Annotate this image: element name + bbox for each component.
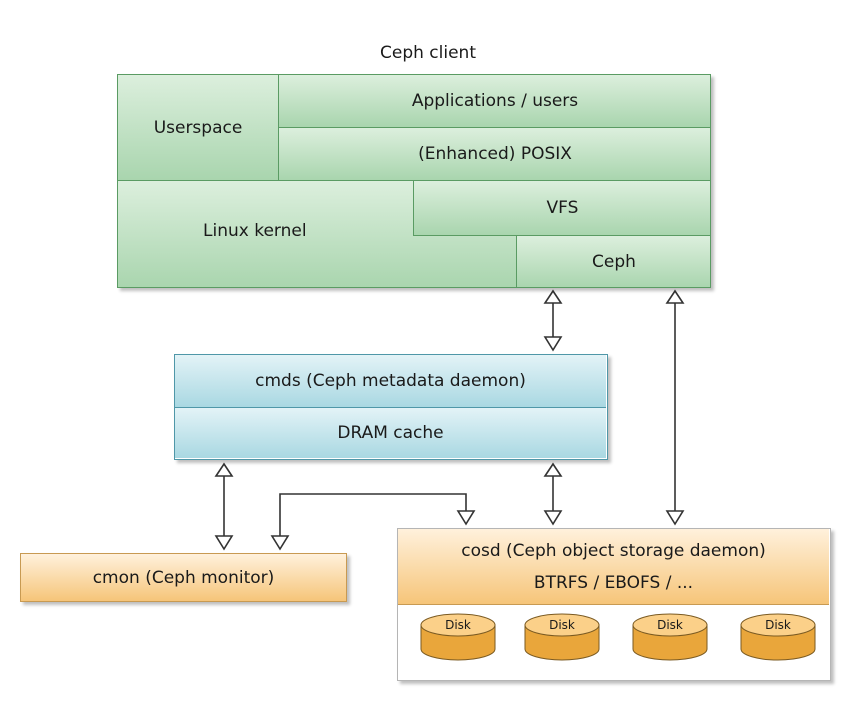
ceph-label: Ceph bbox=[592, 252, 636, 272]
applications-label: Applications / users bbox=[411, 91, 579, 111]
arrowhead-up bbox=[665, 289, 685, 304]
cmds-title-cell: cmds (Ceph metadata daemon) bbox=[175, 355, 606, 408]
vfs-layer: VFS bbox=[413, 181, 710, 236]
arrowhead-down bbox=[665, 510, 685, 526]
dram-cache-label: DRAM cache bbox=[337, 423, 444, 443]
userspace-label: Userspace bbox=[153, 117, 243, 138]
arrowhead-down bbox=[543, 510, 563, 526]
cosd-header: cosd (Ceph object storage daemon) BTRFS … bbox=[398, 529, 829, 605]
arrowhead-down bbox=[543, 336, 563, 352]
posix-label: (Enhanced) POSIX bbox=[418, 144, 572, 164]
disk-label: Disk bbox=[549, 618, 575, 632]
disk-label: Disk bbox=[445, 618, 471, 632]
disk-icon: Disk bbox=[740, 613, 816, 661]
cosd-title: cosd (Ceph object storage daemon) bbox=[461, 541, 766, 561]
cmon-block: cmon (Ceph monitor) bbox=[20, 553, 347, 602]
vfs-label: VFS bbox=[546, 198, 579, 218]
ceph-client-title: Ceph client bbox=[380, 43, 476, 63]
disk-icon: Disk bbox=[632, 613, 708, 661]
cmon-title: cmon (Ceph monitor) bbox=[92, 567, 275, 588]
disk-label: Disk bbox=[765, 618, 791, 632]
posix-layer: (Enhanced) POSIX bbox=[279, 128, 710, 181]
disk-label: Disk bbox=[657, 618, 683, 632]
ceph-kernel-module: Ceph bbox=[516, 236, 710, 287]
cosd-block: cosd (Ceph object storage daemon) BTRFS … bbox=[397, 528, 831, 681]
disk-icon: Disk bbox=[524, 613, 600, 661]
arrowhead-up bbox=[543, 462, 563, 477]
cosd-fs-label: BTRFS / EBOFS / ... bbox=[533, 573, 694, 593]
disk-row: Disk Disk Disk Disk bbox=[420, 613, 816, 661]
arrowhead-up bbox=[214, 462, 234, 477]
cmds-block: cmds (Ceph metadata daemon) DRAM cache bbox=[174, 354, 608, 460]
userspace-cell: Userspace bbox=[118, 75, 279, 181]
arrowhead-up bbox=[543, 289, 563, 304]
ceph-client-block: Userspace Applications / users (Enhanced… bbox=[117, 74, 711, 288]
arrowhead-down bbox=[270, 535, 290, 551]
linux-kernel-label: Linux kernel bbox=[203, 220, 307, 241]
disk-icon: Disk bbox=[420, 613, 496, 661]
arrowhead-down bbox=[456, 510, 476, 526]
arrowhead-down bbox=[214, 535, 234, 551]
applications-layer: Applications / users bbox=[279, 75, 710, 128]
dram-cache-cell: DRAM cache bbox=[175, 408, 606, 458]
cmds-title: cmds (Ceph metadata daemon) bbox=[255, 371, 526, 391]
